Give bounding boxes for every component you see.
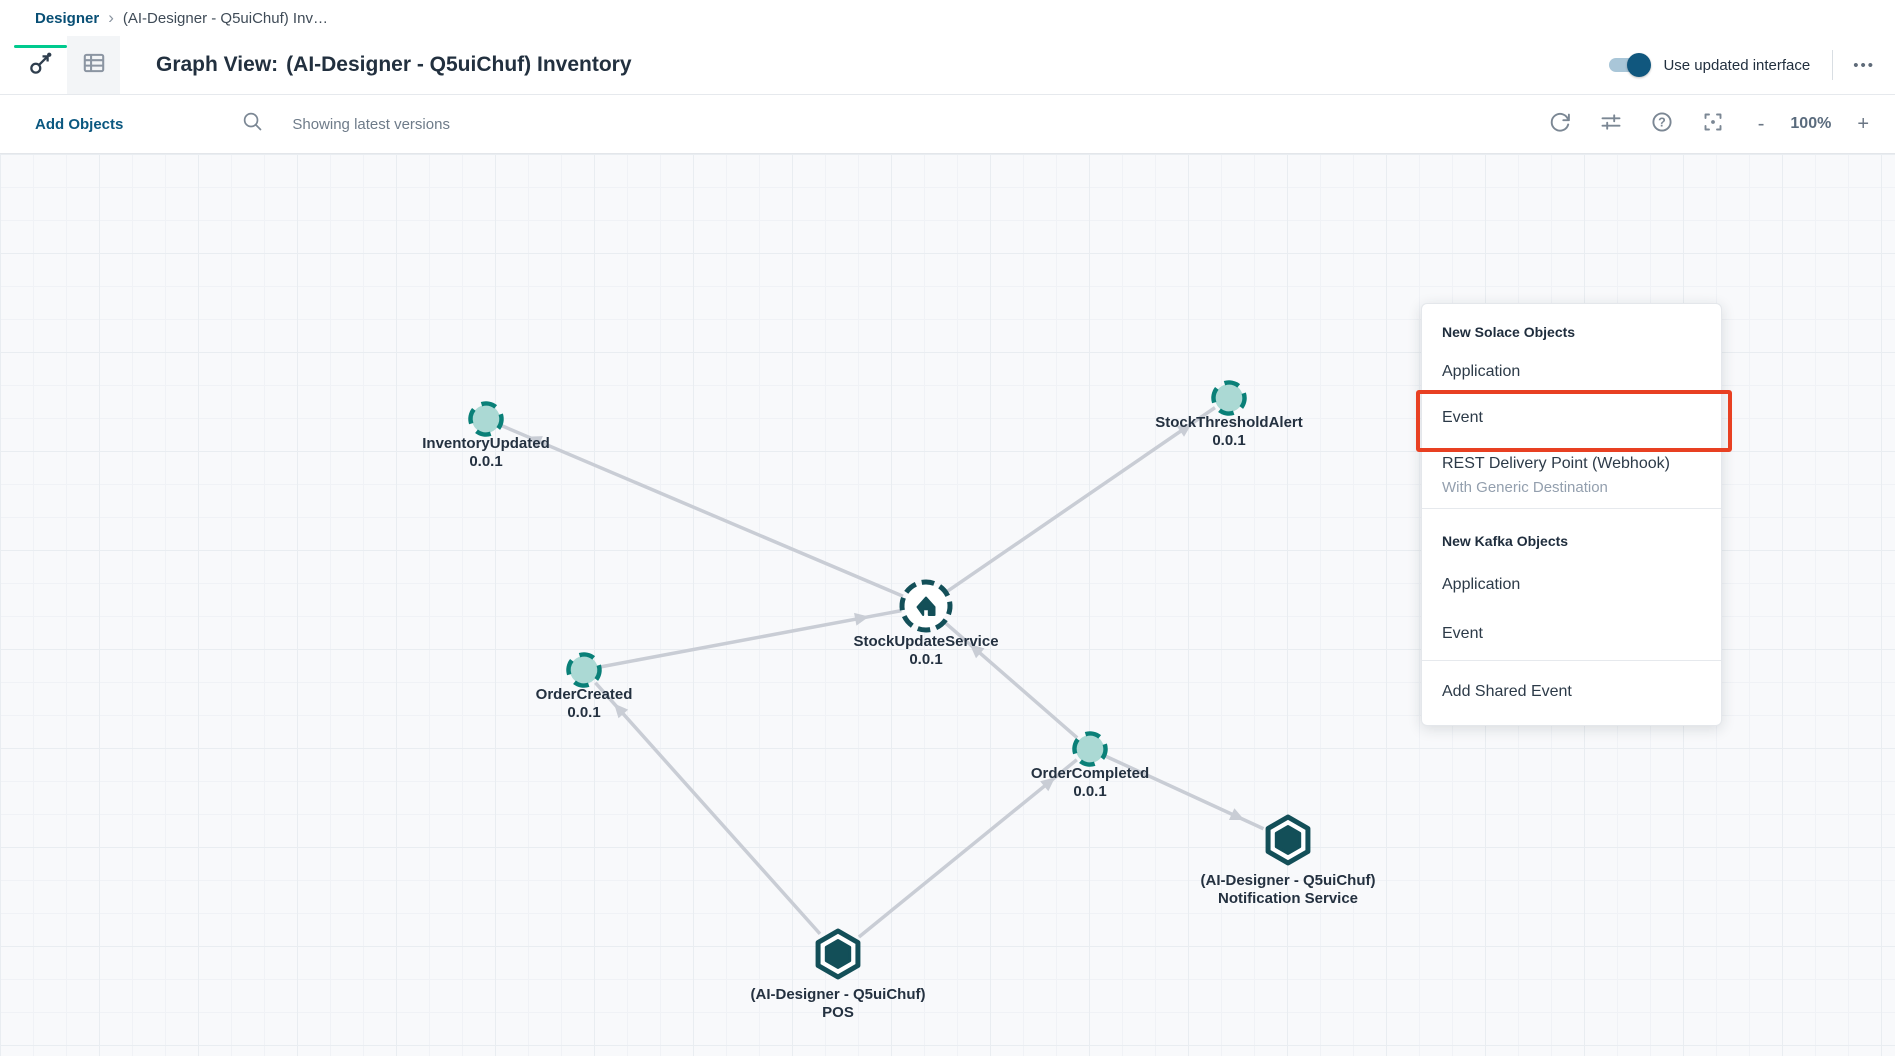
- node-label: OrderCompleted: [1031, 765, 1149, 782]
- breadcrumb: Designer › (AI-Designer - Q5uiChuf) Inv…: [0, 0, 1895, 36]
- node-sublabel: 0.0.1: [1212, 432, 1245, 449]
- menu-section-header-kafka: New Kafka Objects: [1442, 533, 1569, 549]
- help-button[interactable]: ?: [1650, 110, 1674, 139]
- divider: [1832, 50, 1834, 80]
- chevron-right-icon: ›: [108, 8, 114, 27]
- toggle-label: Use updated interface: [1663, 56, 1811, 74]
- fit-screen-button[interactable]: [1701, 112, 1725, 136]
- graph-icon: [28, 50, 54, 81]
- menu-section-header-solace: New Solace Objects: [1442, 324, 1576, 340]
- graph-node-notification-service[interactable]: (AI-Designer - Q5uiChuf)Notification Ser…: [1201, 814, 1376, 907]
- help-icon: ?: [1650, 110, 1674, 139]
- node-label: InventoryUpdated: [422, 435, 550, 452]
- menu-item-rest-label: REST Delivery Point (Webhook): [1442, 455, 1670, 472]
- edge-order-completed-to-stock-update-service: [943, 621, 1079, 740]
- graph-svg: InventoryUpdated0.0.1StockThresholdAlert…: [422, 378, 1376, 1021]
- header-actions: Use updated interface •••: [1609, 36, 1895, 94]
- node-label: OrderCreated: [536, 686, 633, 703]
- node-label: (AI-Designer - Q5uiChuf): [751, 986, 926, 1003]
- menu-divider: [1422, 508, 1721, 509]
- menu-item-kafka-application[interactable]: Application: [1442, 576, 1521, 593]
- refresh-button[interactable]: [1548, 112, 1572, 136]
- filter-button[interactable]: [1599, 112, 1623, 136]
- menu-item-solace-event[interactable]: Event: [1442, 409, 1483, 426]
- edge-order-created-to-stock-update-service: [600, 608, 902, 669]
- zoom-out-button[interactable]: -: [1757, 113, 1765, 135]
- node-sublabel: 0.0.1: [469, 453, 502, 470]
- node-label: StockThresholdAlert: [1155, 414, 1303, 431]
- node-sublabel: POS: [822, 1004, 854, 1021]
- updated-interface-toggle[interactable]: [1609, 53, 1652, 77]
- zoom-in-button[interactable]: +: [1857, 113, 1869, 135]
- page-title-prefix: Graph View:: [156, 53, 279, 76]
- graph-toolbar: Add Objects: [0, 95, 1895, 154]
- node-sublabel: 0.0.1: [909, 651, 942, 668]
- fit-screen-icon: [1701, 110, 1725, 139]
- page-title-name: (AI-Designer - Q5uiChuf) Inventory: [286, 53, 632, 76]
- zoom-controls: - 100% +: [1754, 114, 1873, 134]
- header-bar: Graph View: (AI-Designer - Q5uiChuf) Inv…: [0, 36, 1895, 95]
- breadcrumb-current: (AI-Designer - Q5uiChuf) Inv…: [122, 9, 328, 27]
- edge-pos-to-order-completed: [857, 758, 1078, 939]
- svg-text:?: ?: [1658, 115, 1666, 129]
- edge-pos-to-order-created: [594, 681, 822, 936]
- search-icon: [241, 110, 264, 138]
- menu-item-solace-application[interactable]: Application: [1442, 363, 1521, 380]
- node-sublabel: 0.0.1: [567, 704, 600, 721]
- menu-item-kafka-event[interactable]: Event: [1442, 625, 1483, 642]
- more-options-button[interactable]: •••: [1853, 56, 1875, 74]
- refresh-icon: [1548, 110, 1572, 139]
- node-sublabel: Notification Service: [1218, 890, 1358, 907]
- edge-stock-update-service-to-inventory-updated: [500, 424, 904, 598]
- table-icon: [81, 50, 107, 81]
- search-input[interactable]: [292, 115, 613, 133]
- menu-divider: [1422, 660, 1721, 661]
- filter-sliders-icon: [1599, 110, 1623, 139]
- graph-node-pos[interactable]: (AI-Designer - Q5uiChuf)POS: [751, 928, 926, 1021]
- edge-order-completed-to-notification-service: [1104, 754, 1265, 831]
- toggle-knob: [1627, 53, 1652, 77]
- tab-list-view[interactable]: [67, 36, 120, 94]
- toolbar-actions: ? - 100% +: [1548, 95, 1895, 153]
- context-menu: New Solace Objects Application Event RES…: [1421, 303, 1722, 726]
- page-title: Graph View: (AI-Designer - Q5uiChuf) Inv…: [156, 36, 632, 94]
- menu-item-add-shared-event[interactable]: Add Shared Event: [1442, 683, 1572, 700]
- menu-item-rest-delivery-point[interactable]: REST Delivery Point (Webhook) With Gener…: [1422, 442, 1721, 508]
- tab-graph-view[interactable]: [14, 36, 67, 94]
- menu-item-rest-sublabel: With Generic Destination: [1442, 479, 1608, 496]
- breadcrumb-designer-link[interactable]: Designer: [35, 9, 100, 27]
- node-sublabel: 0.0.1: [1073, 783, 1106, 800]
- node-label: StockUpdateService: [853, 633, 998, 650]
- edge-stock-update-service-to-stock-threshold-alert: [945, 406, 1216, 594]
- search-area: [241, 110, 613, 138]
- view-tabs: [14, 36, 120, 94]
- node-label: (AI-Designer - Q5uiChuf): [1201, 872, 1376, 889]
- add-objects-button[interactable]: Add Objects: [35, 115, 124, 133]
- zoom-level: 100%: [1790, 115, 1832, 132]
